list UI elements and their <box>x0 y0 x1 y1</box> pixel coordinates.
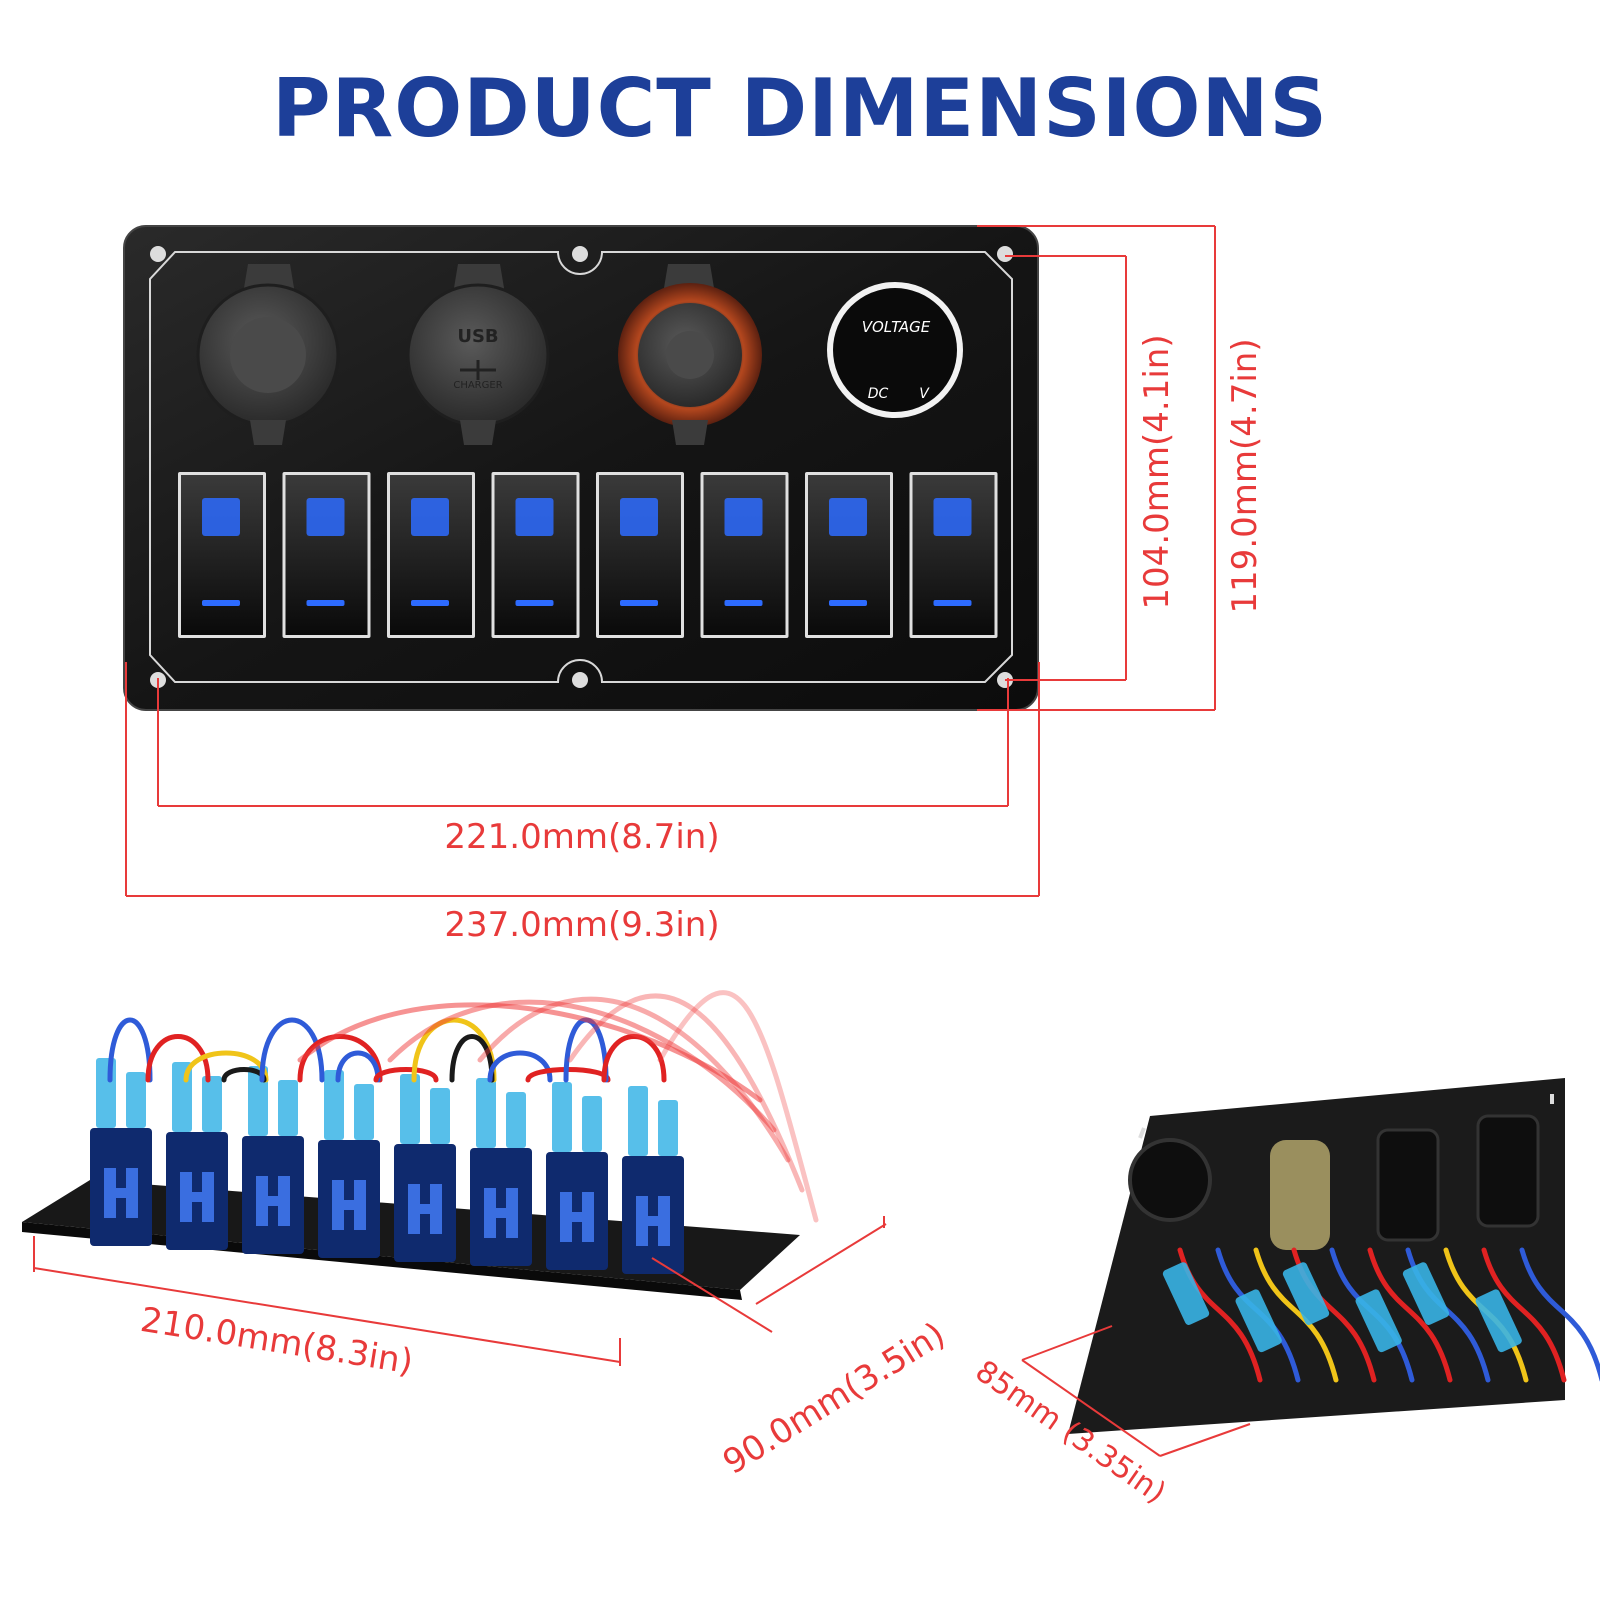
relay <box>318 1070 380 1258</box>
outer-height-label: 119.0mm(4.7in) <box>1225 338 1265 613</box>
side-dimensions <box>1021 1325 1251 1457</box>
switch-light-icon <box>724 498 763 536</box>
outer-width-label: 237.0mm(9.3in) <box>444 905 719 945</box>
rocker-switch[interactable] <box>596 472 684 638</box>
usb-charger-icon: USB CHARGER <box>406 264 550 445</box>
connector <box>1282 1262 1330 1325</box>
mounting-hole <box>572 672 588 688</box>
wire <box>657 990 819 1223</box>
wire-harness <box>107 990 819 1223</box>
page-title: PRODUCT DIMENSIONS <box>271 62 1329 155</box>
relay <box>90 1058 152 1246</box>
connector <box>1355 1289 1402 1353</box>
charger-label: CHARGER <box>453 380 502 391</box>
wire <box>107 1017 153 1083</box>
wire <box>335 1050 381 1083</box>
12v-socket-icon <box>196 264 340 445</box>
switch-light-icon <box>515 498 554 536</box>
wire <box>1481 1247 1567 1383</box>
wire <box>1367 1247 1453 1383</box>
front-dimensions <box>125 225 1216 897</box>
back-depth-label: 90.0mm(3.5in) <box>716 1315 952 1483</box>
relay <box>166 1062 228 1250</box>
wire <box>567 993 805 1193</box>
connector <box>1235 1289 1282 1353</box>
switch-light-icon <box>202 498 240 536</box>
cigarette-lighter-icon <box>618 264 762 445</box>
side-wire-harness <box>1162 1247 1600 1383</box>
switch-light-icon <box>829 498 867 536</box>
rocker-switch[interactable] <box>909 472 998 638</box>
mounting-hole <box>150 246 166 262</box>
relay-row <box>90 1058 684 1274</box>
rocker-switch[interactable] <box>700 472 789 638</box>
switch-light-icon <box>620 498 658 536</box>
voltmeter-unit-label: V <box>919 386 930 402</box>
rocker-switch-row <box>178 472 998 638</box>
switch-light-icon <box>933 498 972 536</box>
connector <box>1162 1262 1210 1325</box>
wire <box>297 1002 763 1103</box>
wire <box>1519 1247 1600 1382</box>
wire <box>1253 1247 1339 1383</box>
relay <box>242 1066 304 1254</box>
wire <box>477 996 791 1163</box>
switch-panel-back <box>22 990 819 1300</box>
voltmeter-label: VOLTAGE <box>862 318 931 336</box>
voltmeter-dc-label: DC <box>868 386 889 402</box>
inner-width-label: 221.0mm(8.7in) <box>444 817 719 857</box>
switch-light-icon <box>411 498 449 536</box>
rocker-switch[interactable] <box>178 472 266 638</box>
wire <box>373 1067 439 1083</box>
wire <box>387 999 777 1133</box>
rocker-switch[interactable] <box>491 472 580 638</box>
connector <box>1402 1262 1450 1325</box>
rocker-switch[interactable] <box>282 472 371 638</box>
relay <box>622 1086 684 1274</box>
mounting-hole <box>572 246 588 262</box>
rocker-switch[interactable] <box>805 472 893 638</box>
relay <box>394 1074 456 1262</box>
relay <box>470 1078 532 1266</box>
wire <box>487 1050 553 1083</box>
back-dimensions <box>33 1216 887 1366</box>
back-length-label: 210.0mm(8.3in) <box>138 1300 416 1383</box>
switch-light-icon <box>306 498 345 536</box>
switch-panel-front: USB CHARGER VOLTAGE DC V <box>123 225 1039 711</box>
rocker-switch[interactable] <box>387 472 475 638</box>
wire <box>145 1034 211 1083</box>
voltmeter: VOLTAGE DC V <box>827 282 963 418</box>
usb-label: USB <box>457 326 498 347</box>
wire <box>449 1034 495 1083</box>
switch-panel-side <box>1068 1078 1600 1434</box>
inner-height-label: 104.0mm(4.1in) <box>1137 334 1177 609</box>
connector <box>1475 1289 1522 1353</box>
mounting-hole <box>997 246 1013 262</box>
relay <box>546 1082 608 1270</box>
wire <box>259 1017 325 1083</box>
